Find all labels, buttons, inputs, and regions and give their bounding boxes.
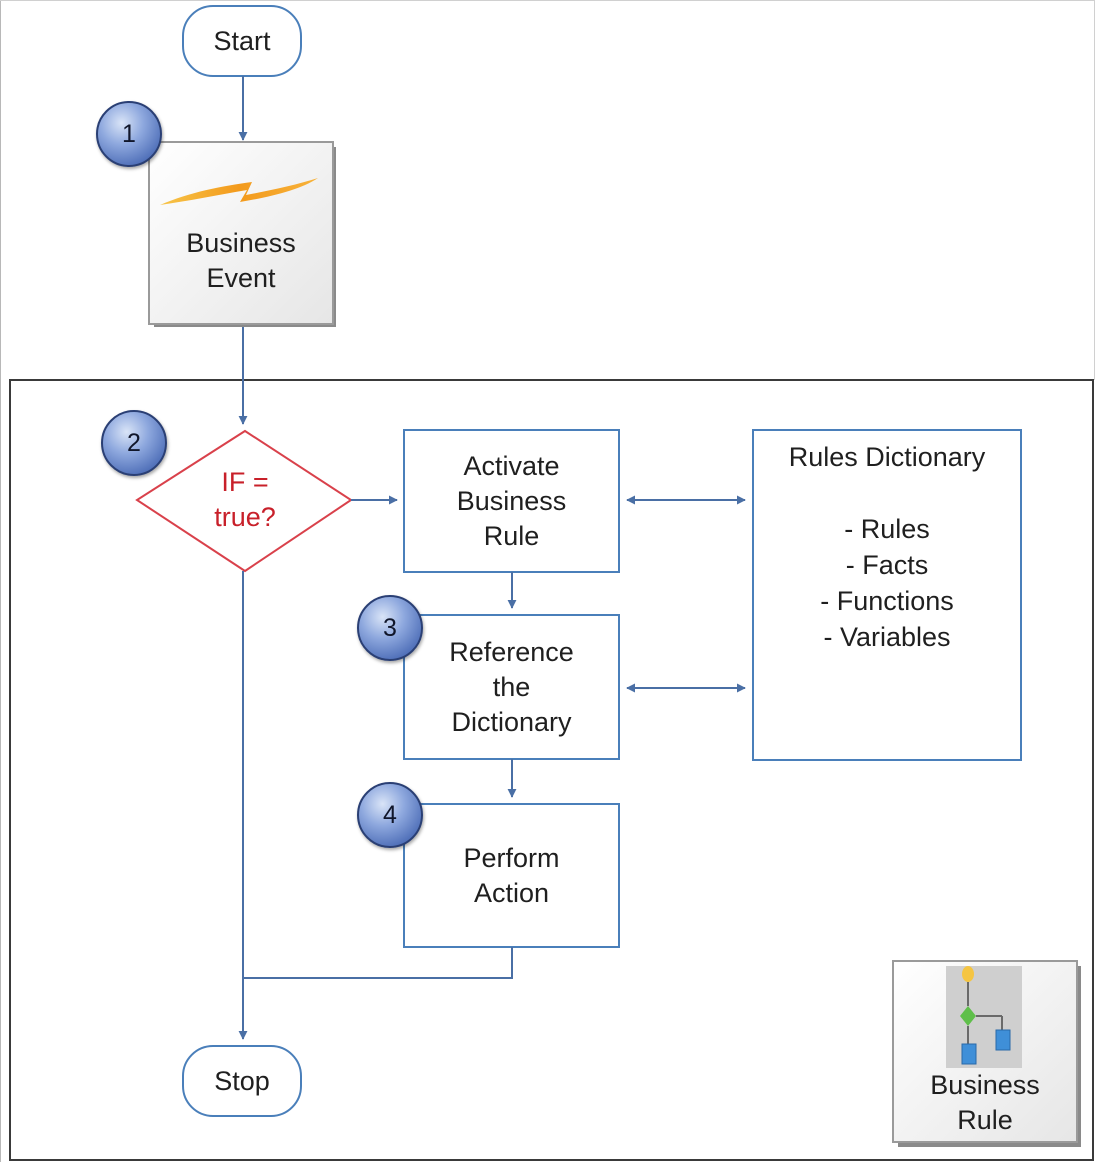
- start-label: Start: [213, 25, 271, 56]
- activate-rule-box: [403, 429, 620, 573]
- stop-label: Stop: [214, 1065, 270, 1096]
- business-rule-lane: [9, 379, 1094, 1161]
- rules-dictionary-items: - Rules - Facts - Functions - Variables: [820, 514, 954, 652]
- connector-perform-to-merge: [243, 947, 513, 979]
- callout-1: 1: [96, 101, 162, 167]
- lightning-bolt-icon: [160, 178, 318, 205]
- condition-diamond: [135, 429, 353, 573]
- callout-4: 4: [357, 782, 423, 848]
- reference-dictionary-label: Reference the Dictionary: [449, 636, 574, 737]
- perform-action-label: Perform Action: [463, 842, 560, 908]
- callout-2: 2: [101, 410, 167, 476]
- callout-3: 3: [357, 595, 423, 661]
- rule-flowchart-icon: [946, 966, 1022, 1068]
- rules-dictionary-title: Rules Dictionary: [788, 442, 986, 472]
- reference-dictionary-box: [403, 614, 620, 760]
- perform-action-box: [403, 803, 620, 948]
- activate-rule-label: Activate Business Rule: [456, 450, 567, 551]
- stop-terminator-shape: [182, 1045, 302, 1117]
- business-event-label: Business Event: [186, 228, 296, 293]
- condition-label: IF = true?: [214, 467, 276, 532]
- rules-dictionary-box: [752, 429, 1022, 761]
- business-event-tile: [148, 141, 334, 325]
- business-rule-legend-label: Business Rule: [930, 1070, 1040, 1135]
